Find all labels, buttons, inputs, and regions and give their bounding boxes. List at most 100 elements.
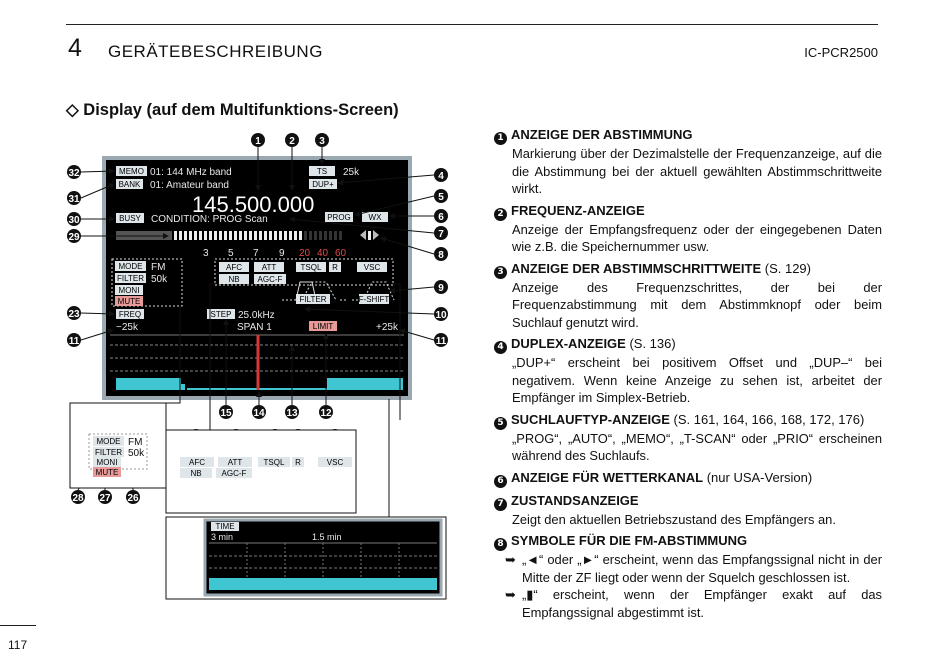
item-number: 4 <box>494 341 507 354</box>
callout-28: 28 <box>72 493 84 504</box>
bank-text: 01: Amateur band <box>150 180 229 191</box>
s-scale-20: 20 <box>299 248 311 259</box>
callout-23: 23 <box>68 309 80 320</box>
callout-9: 9 <box>438 283 444 294</box>
item-number: 1 <box>494 132 507 145</box>
time-center: 1.5 min <box>312 532 342 542</box>
item-number: 7 <box>494 497 507 511</box>
time-tag: TIME <box>215 522 234 531</box>
ts-tag: TS <box>317 167 327 176</box>
item-ref: (S. 129) <box>761 260 811 276</box>
zoom-mute-tag: MUTE <box>96 468 119 477</box>
footer-rule <box>0 625 36 626</box>
bank-tag: BANK <box>119 180 141 189</box>
item-number: 2 <box>494 207 507 221</box>
s-scale-60: 60 <box>335 248 347 259</box>
item-text: Anzeige des Frequenzschrittes, der bei d… <box>512 279 882 330</box>
callout-32: 32 <box>68 168 80 179</box>
memo-tag: MEMO <box>119 167 144 176</box>
callout-26: 26 <box>127 493 139 504</box>
mode-panel-outline <box>111 258 183 307</box>
function-panel-outline <box>214 258 394 286</box>
fshift-label: F-SHIFT <box>359 295 390 304</box>
item-title: DUPLEX-ANZEIGE <box>511 336 626 351</box>
tsql-tag: TSQL <box>301 263 322 272</box>
callout-12: 12 <box>320 408 332 419</box>
s-scale-3: 3 <box>203 248 209 259</box>
callout-30: 30 <box>68 215 80 226</box>
item-text: Zeigt den aktuellen Betriebszustand des … <box>512 511 836 527</box>
busy-tag: BUSY <box>119 214 141 223</box>
zoom-afc-tag: AFC <box>189 458 205 467</box>
item-ref: (S. 161, 164, 166, 168, 172, 176) <box>669 411 865 427</box>
list-item: 5 SUCHLAUFTYP-ANZEIGE (S. 161, 164, 166, … <box>494 411 882 465</box>
item-title: SYMBOLE FÜR DIE FM-ABSTIMMUNG <box>511 533 748 548</box>
item-text: „PROG“, „AUTO“, „MEMO“, „T-SCAN“ oder „P… <box>512 430 882 464</box>
item-title: ZUSTANDSANZEIGE <box>511 492 639 508</box>
item-text: Anzeige der Empfangsfrequenz oder der ei… <box>512 221 882 255</box>
item-title: ANZEIGE FÜR WETTERKANAL <box>511 469 704 485</box>
att-tag: ATT <box>262 263 277 272</box>
filter-label: FILTER <box>300 295 327 304</box>
time-left: 3 min <box>211 532 233 542</box>
r-tag: R <box>332 263 338 272</box>
bullet-text: „▮“ erscheint, wenn der Empfänger exakt … <box>522 587 882 620</box>
callout-15: 15 <box>220 408 232 419</box>
filter-shape <box>282 281 348 301</box>
list-item: 7 ZUSTANDSANZEIGE Zeigt den aktuellen Bet… <box>494 492 882 529</box>
zoom-vsc-tag: VSC <box>327 458 344 467</box>
ts-value: 25k <box>343 167 360 178</box>
header-rule <box>66 24 878 25</box>
memo-text: 01: 144 MHz band <box>150 167 232 178</box>
callout-8: 8 <box>438 250 444 261</box>
callout-4: 4 <box>438 171 444 182</box>
callout-31: 31 <box>68 194 80 205</box>
item-number: 8 <box>494 538 507 551</box>
item-ref: (nur USA-Version) <box>703 469 813 485</box>
zoom-mode-value: FM <box>128 437 142 448</box>
callout-3: 3 <box>319 136 325 147</box>
bullet-item: ➥„◄“ oder „►“ erscheint, wenn das Empfan… <box>494 551 882 586</box>
limit-tag: LIMIT <box>313 322 334 331</box>
filter-value: 50k <box>151 274 168 285</box>
zoom-r-tag: R <box>295 458 301 467</box>
bullet-text: „◄“ oder „►“ erscheint, wenn das Empfang… <box>522 552 882 585</box>
dup-tag: DUP+ <box>312 180 334 189</box>
time-trace <box>209 578 437 590</box>
span-left: −25k <box>116 322 139 333</box>
item-title: SUCHLAUFTYP-ANZEIGE <box>511 411 670 427</box>
callout-1: 1 <box>255 136 261 147</box>
callout-11-right: 11 <box>436 336 447 347</box>
model-name: IC-PCR2500 <box>804 45 878 60</box>
afc-tag: AFC <box>226 263 242 272</box>
callout-2: 2 <box>289 136 295 147</box>
nb-tag: NB <box>228 275 239 284</box>
step-value: 25.0kHz <box>238 310 275 321</box>
item-title: ANZEIGE DER ABSTIMMSCHRITTWEITE <box>511 260 762 276</box>
agcf-tag: AGC-F <box>258 275 283 284</box>
mode-tag: MODE <box>119 262 143 271</box>
page-number: 117 <box>8 638 28 652</box>
s-scale-5: 5 <box>228 248 234 259</box>
s-scale-7: 7 <box>253 248 259 259</box>
callout-7: 7 <box>438 229 444 240</box>
moni-tag: MONI <box>119 286 140 295</box>
zoom-moni-tag: MONI <box>97 458 118 467</box>
display-illustration: MEMO 01: 144 MHz band BANK 01: Amateur b… <box>0 0 470 620</box>
list-item: 2 FREQUENZ-ANZEIGE Anzeige der Empfangsfr… <box>494 202 882 256</box>
prog-tag: PROG <box>327 213 351 222</box>
vsc-tag: VSC <box>364 263 381 272</box>
wx-tag: WX <box>369 213 383 222</box>
step-tag: STEP <box>211 310 232 319</box>
item-text: Markierung über der Dezimalstelle der Fr… <box>512 146 882 196</box>
item-title: FREQUENZ-ANZEIGE <box>511 202 645 218</box>
chapter-number: 4 <box>68 34 82 62</box>
zoom-filter-tag: FILTER <box>95 448 122 457</box>
item-number: 5 <box>494 416 507 430</box>
spectrum-area <box>110 334 404 390</box>
zoom-att-tag: ATT <box>228 458 243 467</box>
